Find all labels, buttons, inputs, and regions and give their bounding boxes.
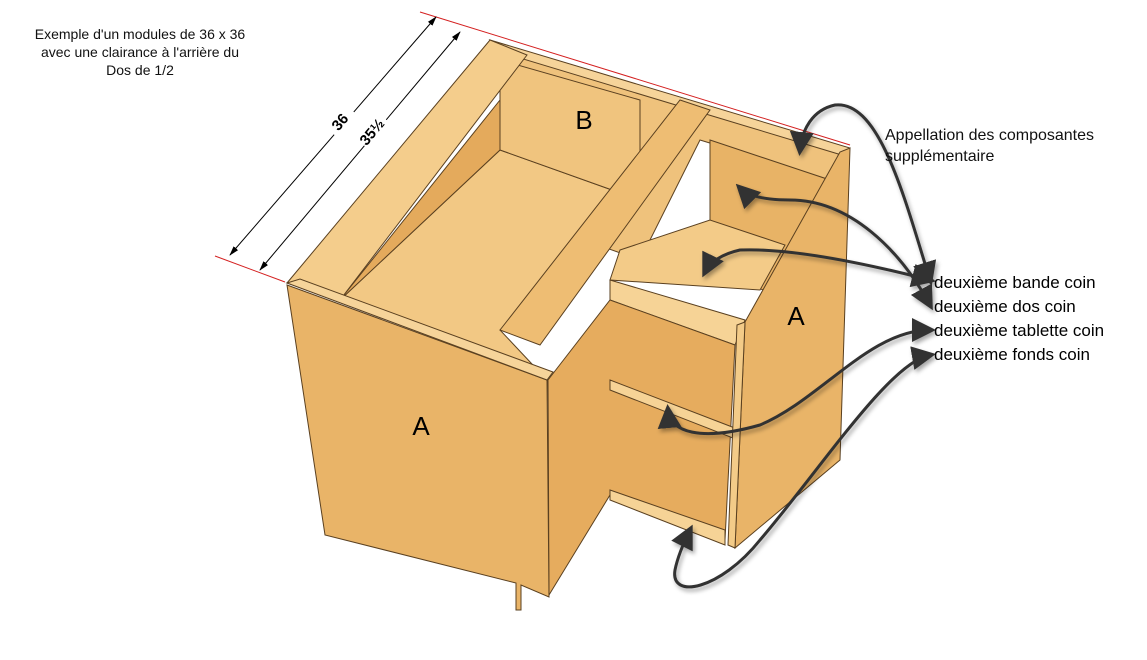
legend-item-bande: deuxième bande coin <box>934 273 1096 292</box>
legend-heading-line1: Appellation des composantes <box>885 127 1095 144</box>
legend-item-dos: deuxième dos coin <box>934 297 1076 316</box>
title-note-line3: Dos de 1/2 <box>106 62 174 78</box>
title-note-line1: Exemple d'un modules de 36 x 36 <box>34 26 246 42</box>
arrow-fonds <box>671 346 936 589</box>
middle-partition <box>499 99 711 346</box>
legend-heading-line2: supplémentaire <box>885 148 995 165</box>
dim-red-line-top <box>419 11 851 146</box>
left-side-panel-edge <box>285 278 554 381</box>
title-note: Exemple d'un modules de 36 x 36 avec une… <box>10 25 270 79</box>
arrow-bande <box>702 248 936 288</box>
dim-red-line-bottom <box>214 255 286 283</box>
left-side-panel <box>286 284 550 611</box>
label-right-a: A <box>787 301 805 331</box>
title-note-line2: avec une clairance à l'arrière du <box>40 44 239 60</box>
label-back-b: B <box>575 105 592 135</box>
dim-line-35-5 <box>259 31 461 271</box>
legend-item-fonds: deuxième fonds coin <box>934 345 1090 364</box>
legend-item-tablette: deuxième tablette coin <box>934 321 1105 340</box>
label-left-a: A <box>412 411 430 441</box>
lower-compartment <box>547 299 736 597</box>
legend-heading: Appellation des composantes supplémentai… <box>885 125 1094 167</box>
